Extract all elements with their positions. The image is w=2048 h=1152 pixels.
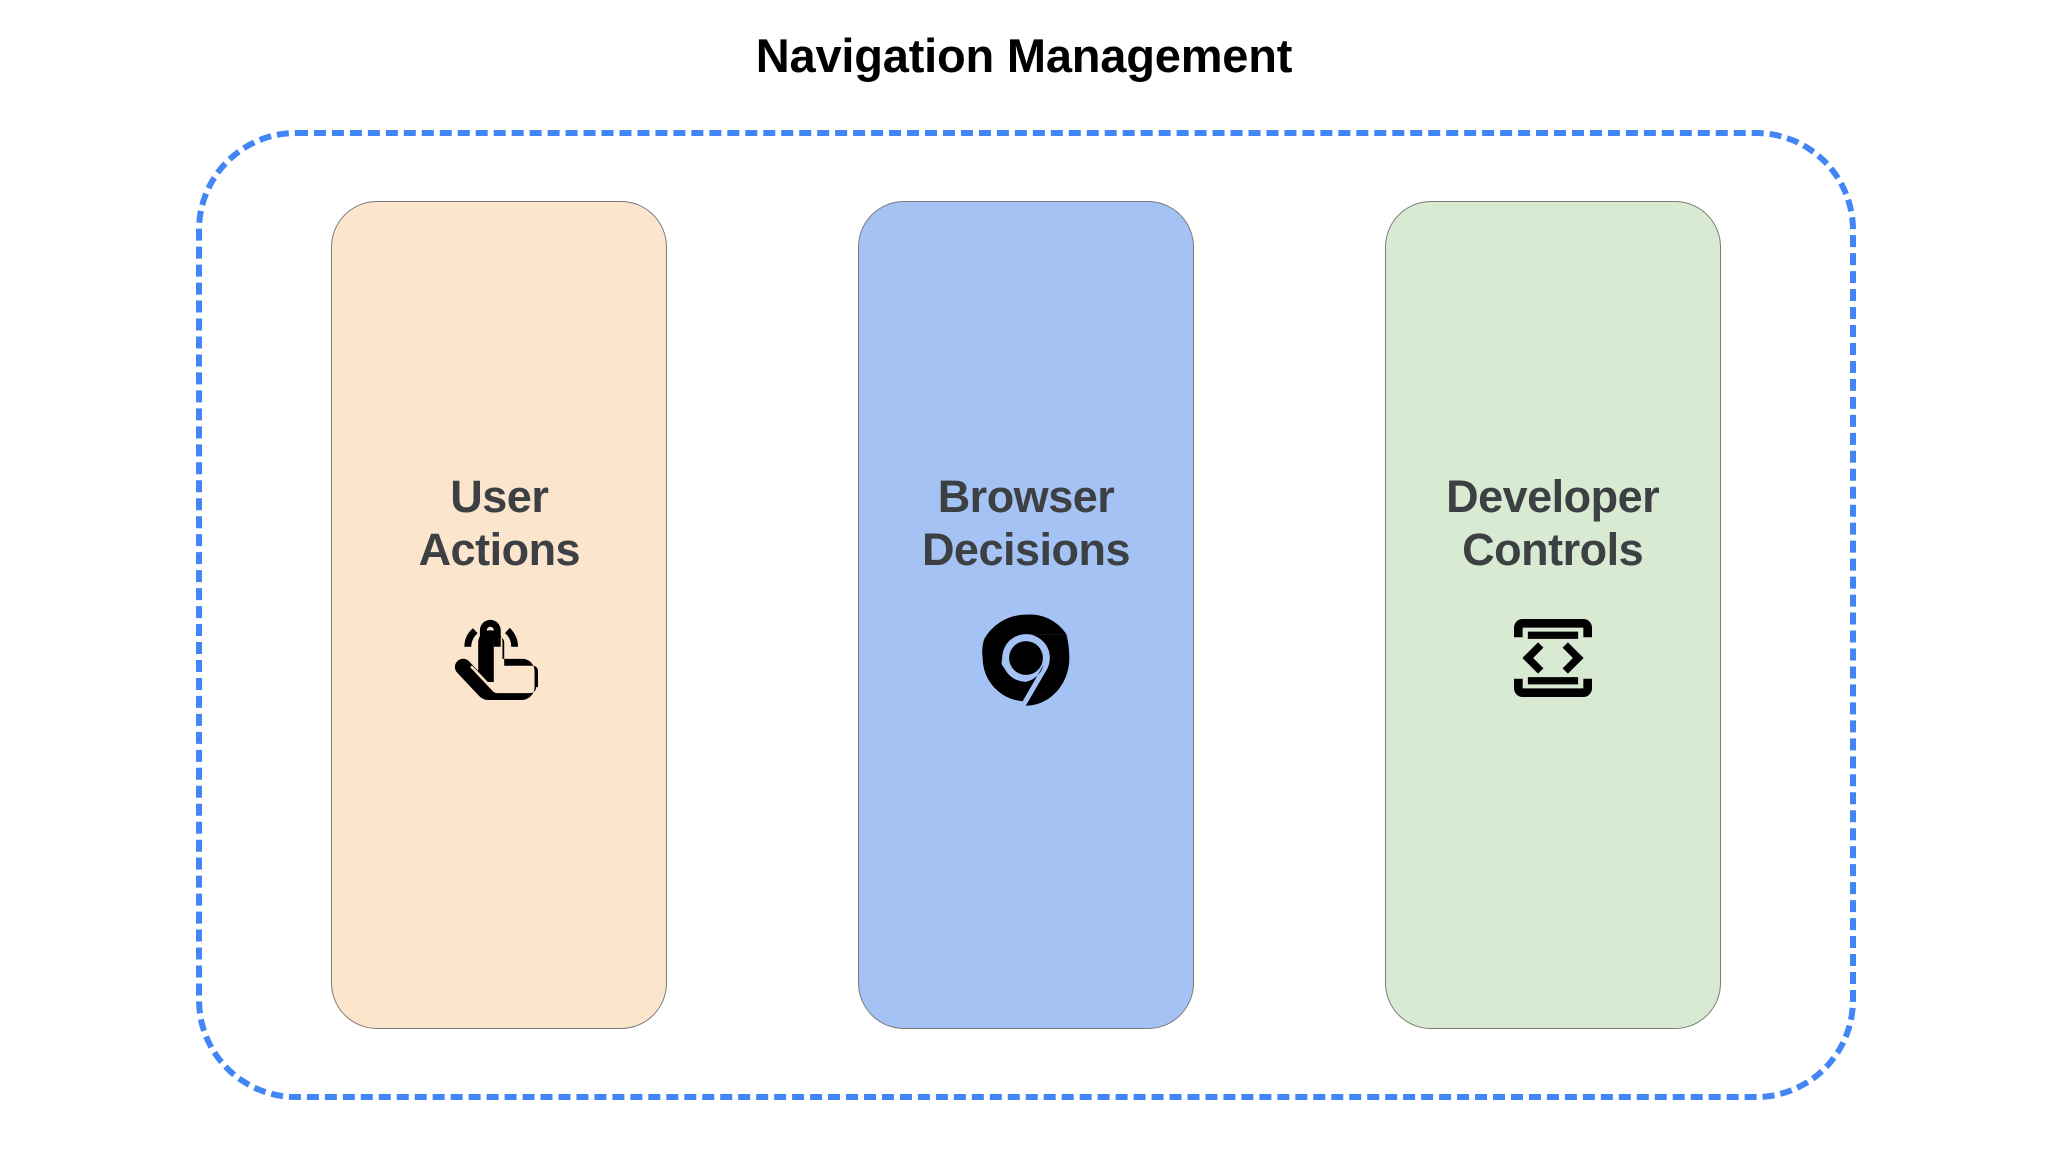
touch-app-icon	[447, 606, 551, 710]
card-developer-controls[interactable]: Developer Controls	[1384, 201, 1721, 1029]
page-title: Navigation Management	[755, 29, 1293, 82]
navigation-management-group-outline	[196, 130, 1856, 1100]
card-label-developer-controls: Developer Controls	[1446, 471, 1660, 576]
cards-row: User Actions Browser Decisions	[196, 130, 1856, 1100]
card-label-user-actions: User Actions	[418, 471, 581, 576]
card-label-browser-decisions: Browser Decisions	[921, 471, 1131, 576]
developer-mode-icon	[1501, 606, 1605, 710]
card-user-actions[interactable]: User Actions	[331, 201, 668, 1029]
chrome-logo-icon	[974, 606, 1078, 710]
card-browser-decisions[interactable]: Browser Decisions	[857, 201, 1194, 1029]
